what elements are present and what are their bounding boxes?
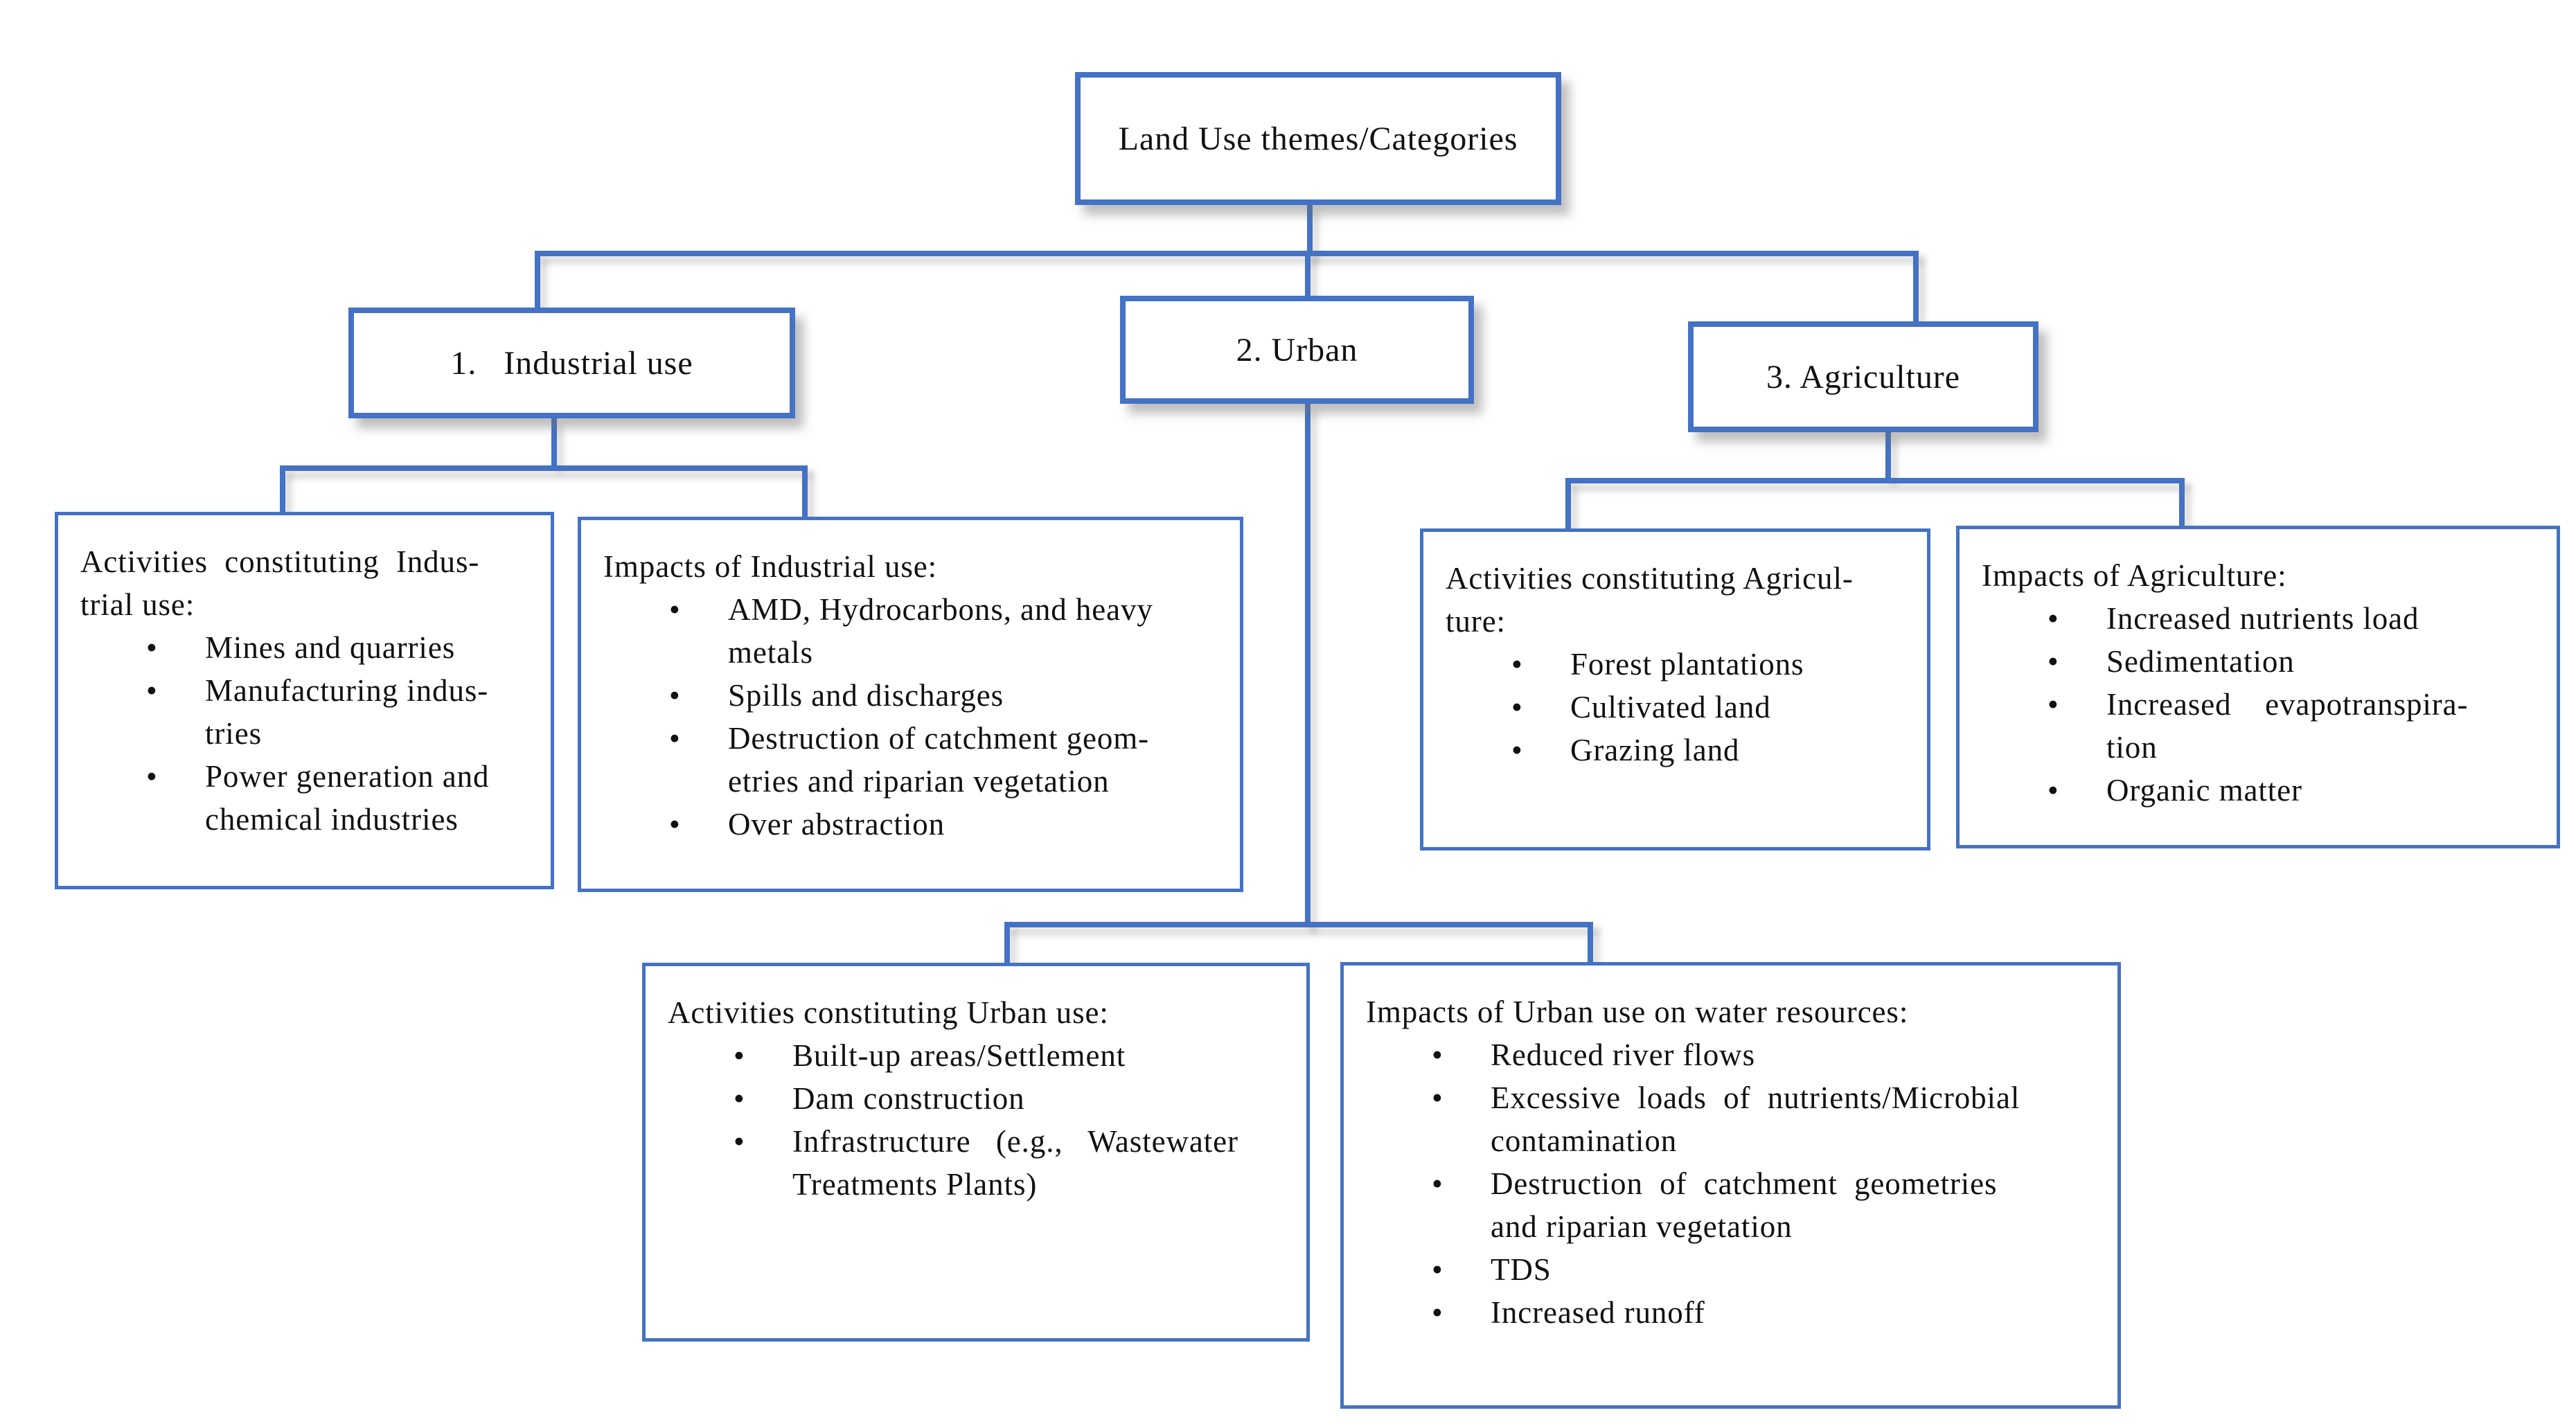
connector-industrial-drop <box>535 251 540 308</box>
industrial-impacts-list: AMD, Hydrocarbons, and heavy metals Spil… <box>603 588 1216 846</box>
connector-urban-sub-horizontal <box>1004 922 1593 927</box>
list-item: Over abstraction <box>603 803 1216 846</box>
connector-root-vertical <box>1307 205 1313 256</box>
category-industrial-label: 1. Industrial use <box>450 344 693 382</box>
list-item: Forest plantations <box>1446 643 1903 686</box>
list-item: Increased nutrients load <box>1982 597 2533 640</box>
connector-industrial-right-drop <box>802 465 808 517</box>
list-item: Cultivated land <box>1446 686 1903 729</box>
connector-agriculture-sub-vertical <box>1885 432 1891 478</box>
agriculture-impacts-box: Impacts of Agriculture: Increased nutrie… <box>1956 526 2560 848</box>
list-item: Built-up areas/Settlement <box>668 1034 1283 1077</box>
connector-agriculture-sub-horizontal <box>1565 478 2185 483</box>
list-item: Increased runoff <box>1366 1291 2094 1334</box>
list-item: Power generation and chemical industries <box>80 755 527 841</box>
industrial-impacts-box: Impacts of Industrial use: AMD, Hydrocar… <box>578 517 1243 892</box>
category-agriculture-label: 3. Agriculture <box>1766 358 1961 395</box>
list-item: Grazing land <box>1446 729 1903 772</box>
agriculture-impacts-list: Increased nutrients load Sedimentation I… <box>1982 597 2533 812</box>
list-item: Reduced river flows <box>1366 1033 2094 1076</box>
list-item: Destruction of catchment geometries and … <box>1366 1162 2094 1248</box>
list-item: Increased evapotranspira- tion <box>1982 683 2533 769</box>
list-item: Sedimentation <box>1982 640 2533 683</box>
category-box-industrial: 1. Industrial use <box>348 308 795 418</box>
connector-agriculture-right-drop <box>2179 478 2185 526</box>
list-item: Mines and quarries <box>80 626 527 669</box>
agriculture-impacts-title: Impacts of Agriculture: <box>1982 558 2287 593</box>
agriculture-activities-list: Forest plantations Cultivated land Grazi… <box>1446 643 1903 772</box>
urban-activities-list: Built-up areas/Settlement Dam constructi… <box>668 1034 1283 1206</box>
list-item: Destruction of catchment geom- etries an… <box>603 717 1216 803</box>
list-item: Dam construction <box>668 1077 1283 1120</box>
urban-activities-box: Activities constituting Urban use: Built… <box>642 963 1310 1342</box>
connector-industrial-sub-vertical <box>551 418 557 465</box>
root-box: Land Use themes/Categories <box>1075 72 1561 205</box>
list-item: Excessive loads of nutrients/Microbial c… <box>1366 1076 2094 1162</box>
list-item: AMD, Hydrocarbons, and heavy metals <box>603 588 1216 674</box>
connector-agriculture-drop <box>1913 251 1919 321</box>
connector-urban-left-drop <box>1004 922 1010 963</box>
agriculture-activities-box: Activities constituting Agricul- ture: F… <box>1420 528 1930 851</box>
urban-impacts-box: Impacts of Urban use on water resources:… <box>1340 962 2121 1409</box>
connector-industrial-left-drop <box>280 465 285 512</box>
list-item: TDS <box>1366 1248 2094 1291</box>
urban-impacts-list: Reduced river flows Excessive loads of n… <box>1366 1033 2094 1334</box>
connector-urban-drop <box>1305 251 1311 296</box>
industrial-impacts-title: Impacts of Industrial use: <box>603 549 938 584</box>
list-item: Manufacturing indus- tries <box>80 669 527 755</box>
category-box-agriculture: 3. Agriculture <box>1688 321 2038 432</box>
connector-agriculture-left-drop <box>1565 478 1571 528</box>
urban-impacts-title: Impacts of Urban use on water resources: <box>1366 995 1909 1029</box>
industrial-activities-list: Mines and quarries Manufacturing indus- … <box>80 626 527 841</box>
connector-urban-long-vertical <box>1305 404 1311 927</box>
industrial-activities-box: Activities constituting Indus- trial use… <box>55 512 554 889</box>
category-box-urban: 2. Urban <box>1120 296 1474 404</box>
list-item: Spills and discharges <box>603 674 1216 717</box>
category-urban-label: 2. Urban <box>1236 331 1358 368</box>
connector-industrial-sub-horizontal <box>280 465 808 471</box>
connector-main-horizontal <box>535 251 1919 256</box>
industrial-activities-title: Activities constituting Indus- trial use… <box>80 544 480 622</box>
connector-urban-right-drop <box>1588 922 1593 962</box>
root-box-label: Land Use themes/Categories <box>1118 120 1518 157</box>
list-item: Organic matter <box>1982 769 2533 812</box>
list-item: Infrastructure (e.g., Wastewater Treatme… <box>668 1120 1283 1206</box>
agriculture-activities-title: Activities constituting Agricul- ture: <box>1446 561 1854 639</box>
urban-activities-title: Activities constituting Urban use: <box>668 995 1109 1030</box>
